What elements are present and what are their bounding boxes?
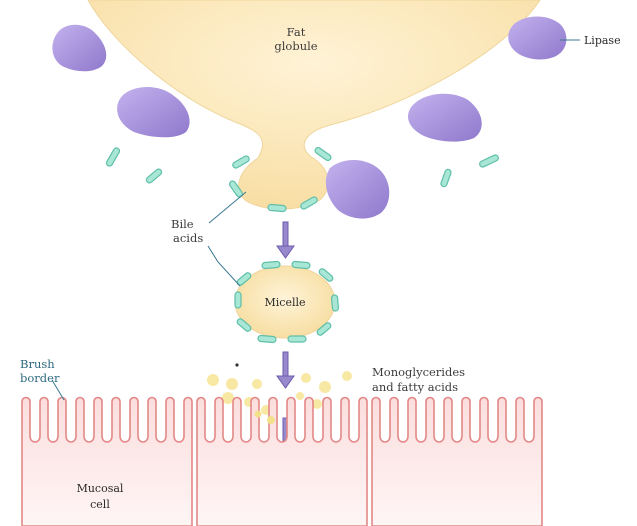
- bile-acid: [479, 154, 500, 168]
- lipase-label: Lipase: [584, 34, 621, 47]
- bile-acids-label-line1: Bile: [171, 217, 194, 231]
- bile-acid: [440, 169, 452, 188]
- mucosal-cell-label-line2: cell: [90, 498, 110, 511]
- arrow-micelle-to-cell: [277, 352, 294, 388]
- bile-acids-leader-lower: [208, 246, 240, 286]
- lipase-enzyme: [326, 160, 389, 219]
- bile-acid: [314, 146, 332, 161]
- fat-globule-label-line1: Fat: [287, 25, 306, 39]
- bile-acid: [105, 147, 120, 167]
- lipase-enzyme: [508, 17, 566, 60]
- monoglycerides-label-line1: Monoglycerides: [372, 365, 465, 379]
- mucosal-cell-label-line1: Mucosal: [77, 482, 124, 495]
- lipase-enzyme: [52, 25, 106, 72]
- bile-acids-label-line2: acids: [173, 231, 203, 245]
- bile-acid: [145, 168, 163, 184]
- brush-border-label-line1: Brush: [20, 357, 55, 371]
- micelle-label: Micelle: [265, 296, 306, 309]
- fat-globule-label-line2: globule: [274, 39, 317, 53]
- mucosal-cell-right: [372, 398, 542, 526]
- lipase-enzyme: [117, 87, 189, 137]
- bile-acid: [292, 261, 310, 269]
- bile-acids-leader-upper: [209, 192, 246, 223]
- monoglycerides-label-line2: and fatty acids: [372, 380, 458, 394]
- bile-acid: [258, 335, 276, 343]
- arrow-globule-to-micelle: [277, 222, 294, 258]
- brush-border-label-line2: border: [20, 371, 60, 385]
- bile-acid: [268, 204, 286, 212]
- bile-acid: [288, 336, 306, 342]
- bile-acid: [262, 261, 280, 269]
- mucosal-cell-center: [197, 398, 367, 526]
- bile-acid: [235, 292, 241, 308]
- bile-acid: [331, 295, 338, 311]
- lipase-enzyme: [408, 94, 482, 142]
